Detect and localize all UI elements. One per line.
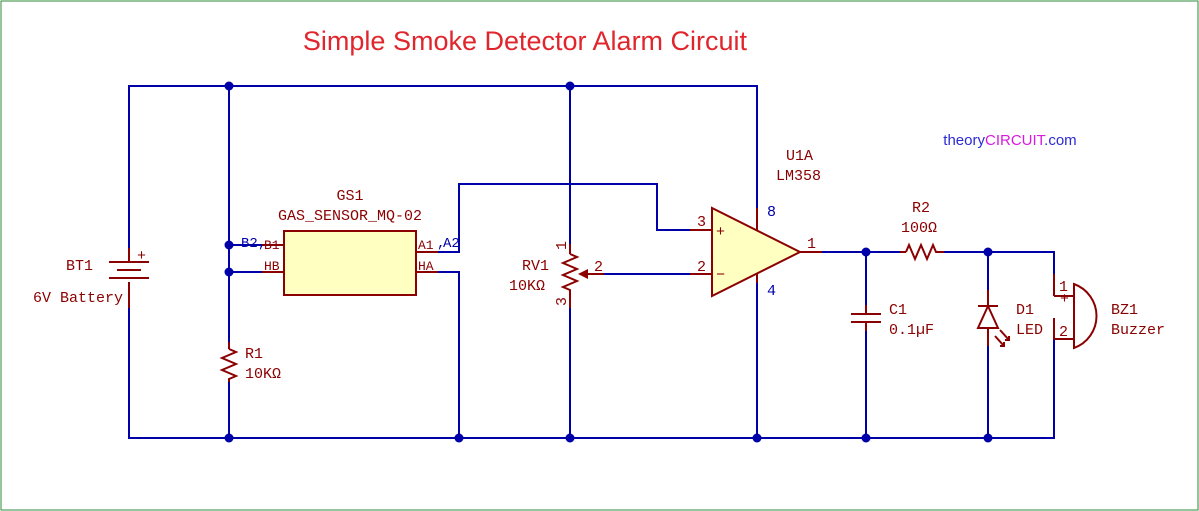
capacitor-c1: C1 0.1µF bbox=[851, 302, 934, 339]
opamp-ref: U1A bbox=[786, 148, 813, 165]
pot-zigzag bbox=[560, 253, 580, 308]
opamp-pin8-label: 8 bbox=[767, 204, 776, 221]
pot-pin1-label: 1 bbox=[554, 241, 571, 250]
opamp-plus-sign: + bbox=[716, 224, 725, 241]
sensor-pin-ha-label: HA bbox=[418, 259, 434, 274]
resistor-r1: R1 10KΩ bbox=[219, 342, 281, 383]
led-ray bbox=[994, 335, 1005, 347]
pot-value: 10KΩ bbox=[509, 278, 545, 295]
buzzer-ref: BZ1 bbox=[1111, 302, 1138, 319]
sensor-body bbox=[283, 230, 417, 296]
c1-value: 0.1µF bbox=[889, 322, 934, 339]
battery-plus-sign: + bbox=[137, 248, 146, 265]
junction-dot bbox=[861, 247, 871, 257]
pot-pin2-label: 2 bbox=[594, 259, 603, 276]
resistor-r2: R2 100Ω bbox=[900, 200, 944, 262]
wire-sensor-to-plus bbox=[438, 183, 690, 253]
junction-dot bbox=[752, 433, 762, 443]
led-ref: D1 bbox=[1016, 302, 1034, 319]
junction-dot bbox=[861, 433, 871, 443]
r1-ref: R1 bbox=[245, 346, 263, 363]
sensor-pin-b2-label: B2 bbox=[241, 236, 258, 252]
led-ray-head bbox=[1005, 336, 1010, 341]
brand-part2: CIRCUIT bbox=[985, 132, 1046, 149]
r2-zigzag bbox=[905, 242, 944, 262]
opamp-value: LM358 bbox=[776, 168, 821, 185]
sensor-pin-a1-label: A1 bbox=[418, 238, 434, 253]
sensor-comma: , bbox=[258, 236, 266, 252]
opamp-pin1-label: 1 bbox=[807, 236, 816, 253]
c1-ref: C1 bbox=[889, 302, 907, 319]
battery-value: 6V Battery bbox=[33, 290, 123, 307]
wire-top-rail bbox=[128, 85, 758, 248]
buzzer-plus-sign: + bbox=[1060, 291, 1069, 308]
opamp-minus-sign: − bbox=[716, 267, 725, 284]
buzzer-body bbox=[1073, 282, 1098, 350]
wire-buzzer-top bbox=[1034, 251, 1055, 274]
opamp-u1a: + − 3 2 1 8 4 U1A LM358 bbox=[690, 148, 822, 300]
junction-dot bbox=[983, 433, 993, 443]
buzzer-pin2-label: 2 bbox=[1059, 324, 1068, 341]
junction-dot bbox=[224, 81, 234, 91]
r2-value: 100Ω bbox=[901, 220, 937, 237]
led-triangle bbox=[976, 303, 1000, 329]
sensor-pin-b1-label: B1 bbox=[264, 238, 280, 253]
buzzer-pin1-label: 1 bbox=[1059, 279, 1068, 296]
junction-dot bbox=[454, 433, 464, 443]
battery-ref: BT1 bbox=[66, 258, 93, 275]
sensor-comma: , bbox=[437, 236, 445, 252]
sensor-value: GAS_SENSOR_MQ-02 bbox=[278, 208, 422, 225]
junction-dot bbox=[224, 267, 234, 277]
junction-dot bbox=[224, 240, 234, 250]
battery-bt1: + BT1 6V Battery bbox=[33, 248, 149, 308]
r1-value: 10KΩ bbox=[245, 366, 281, 383]
pot-pin3-label: 3 bbox=[554, 297, 571, 306]
opamp-pin2-label: 2 bbox=[697, 259, 706, 276]
junctions bbox=[224, 81, 993, 443]
led-ray-head bbox=[1000, 342, 1005, 347]
brand-part1: theory bbox=[943, 132, 985, 149]
potentiometer-rv1: 1 2 3 RV1 10KΩ bbox=[509, 241, 604, 308]
buzzer-value: Buzzer bbox=[1111, 322, 1165, 339]
opamp-pin3-label: 3 bbox=[697, 214, 706, 231]
sensor-ref: GS1 bbox=[336, 188, 363, 205]
brand-label: theoryCIRCUIT.com bbox=[943, 132, 1076, 149]
led-d1: D1 LED bbox=[976, 290, 1043, 347]
sensor-pin-hb-label: HB bbox=[264, 259, 280, 274]
buzzer-bz1: 1 + 2 BZ1 Buzzer bbox=[1053, 274, 1165, 350]
junction-dot bbox=[224, 433, 234, 443]
sensor-pin-a2-label: A2 bbox=[443, 236, 460, 252]
led-value: LED bbox=[1016, 322, 1043, 339]
pot-wiper-arrow bbox=[578, 269, 588, 279]
wire-bottom-rail bbox=[128, 308, 1055, 439]
wire-ha-to-ground bbox=[438, 271, 460, 438]
r1-zigzag bbox=[219, 348, 239, 382]
junction-dot bbox=[565, 433, 575, 443]
pot-ref: RV1 bbox=[522, 258, 549, 275]
brand-part3: .com bbox=[1044, 132, 1077, 149]
junction-dot bbox=[983, 247, 993, 257]
led-ray bbox=[999, 329, 1010, 341]
r2-ref: R2 bbox=[912, 200, 930, 217]
junction-dot bbox=[565, 81, 575, 91]
gas-sensor-gs1: GS1 GAS_SENSOR_MQ-02 B2 , B1 HB A1 , A2 … bbox=[241, 188, 460, 296]
diagram-title: Simple Smoke Detector Alarm Circuit bbox=[303, 26, 748, 56]
opamp-pin4-label: 4 bbox=[767, 283, 776, 300]
